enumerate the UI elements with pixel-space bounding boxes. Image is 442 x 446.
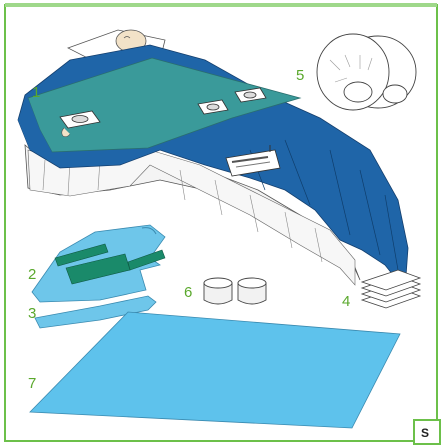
table-cover bbox=[30, 312, 400, 428]
label-item-4: 4 bbox=[342, 293, 350, 310]
label-item-7: 7 bbox=[28, 375, 36, 392]
label-item-3: 3 bbox=[28, 305, 36, 322]
label-item-5: 5 bbox=[296, 67, 304, 84]
caps-group bbox=[317, 34, 416, 110]
gown-group bbox=[32, 225, 165, 328]
badge-label: S bbox=[421, 426, 429, 440]
gauze-group bbox=[362, 270, 420, 308]
bowls-group bbox=[204, 278, 266, 304]
label-item-1: 1 bbox=[32, 84, 40, 101]
corner-badge: S bbox=[414, 420, 440, 444]
label-item-6: 6 bbox=[184, 284, 192, 301]
label-item-2: 2 bbox=[28, 266, 36, 283]
